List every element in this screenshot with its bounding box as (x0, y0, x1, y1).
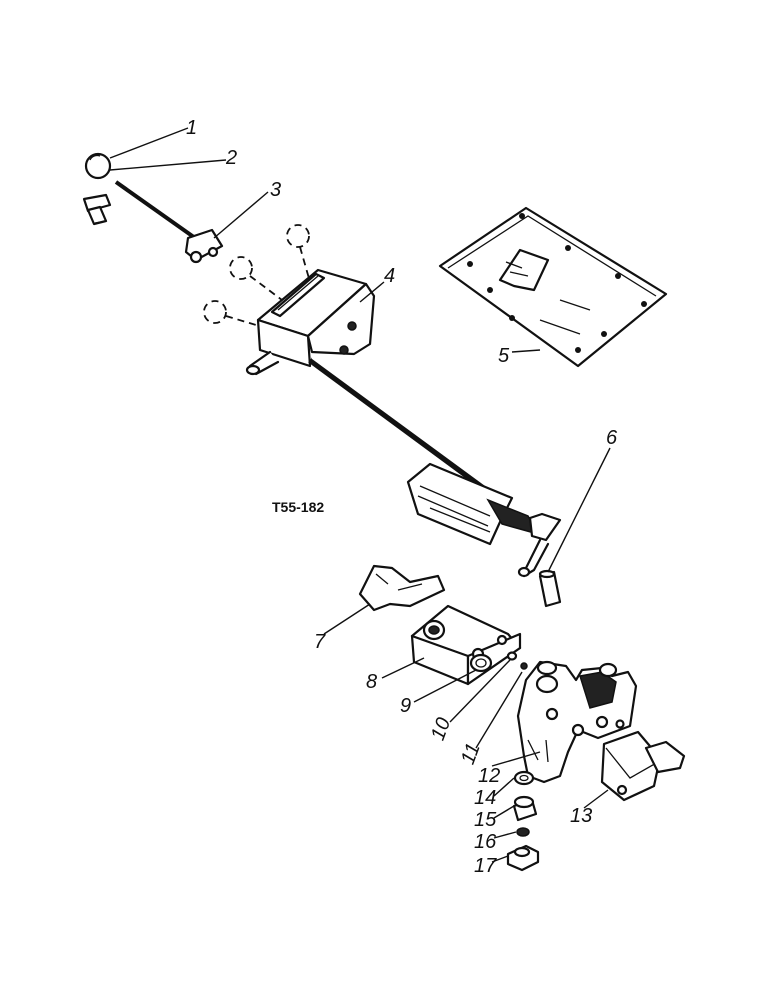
part-11-ball (520, 662, 528, 670)
drawing-code: T55-182 (272, 499, 324, 515)
leader-lines (109, 127, 611, 863)
callout-7: 7 (314, 631, 326, 653)
part-15-fitting (512, 795, 538, 822)
part-13-actuator (600, 730, 686, 802)
callout-5: 5 (498, 345, 510, 367)
part-3-lever-rod (114, 180, 224, 264)
callout-14: 14 (474, 787, 496, 809)
callout-1: 1 (186, 117, 197, 139)
part-17-nut (506, 844, 540, 872)
callout-3: 3 (270, 179, 281, 201)
callout-17: 17 (474, 855, 497, 877)
linkage-bracket (406, 462, 562, 578)
callout-9: 9 (400, 695, 411, 717)
callout-6: 6 (606, 427, 618, 449)
callout-8: 8 (366, 671, 377, 693)
part-5-cover-plate (438, 206, 668, 368)
part-12-valve-housing (516, 660, 638, 784)
part-6-pin (538, 569, 562, 608)
part-9-o-ring (469, 653, 493, 673)
callout-12: 12 (478, 765, 500, 787)
part-4-quadrant-bracket (245, 268, 502, 503)
callout-16: 16 (474, 831, 497, 853)
part-2-bushing (82, 193, 112, 226)
callout-10: 10 (427, 715, 455, 743)
part-1-knob (84, 152, 112, 180)
part-14-washer (513, 770, 535, 786)
callout-15: 15 (474, 809, 497, 831)
callout-2: 2 (225, 147, 237, 169)
part-8-valve-body (410, 604, 522, 686)
callout-11: 11 (457, 740, 485, 767)
part-16-seal (516, 827, 530, 837)
callout-13: 13 (570, 805, 592, 827)
part-7-lever-arm (358, 564, 446, 612)
part-10-ring (506, 651, 518, 661)
callout-4: 4 (384, 265, 395, 287)
